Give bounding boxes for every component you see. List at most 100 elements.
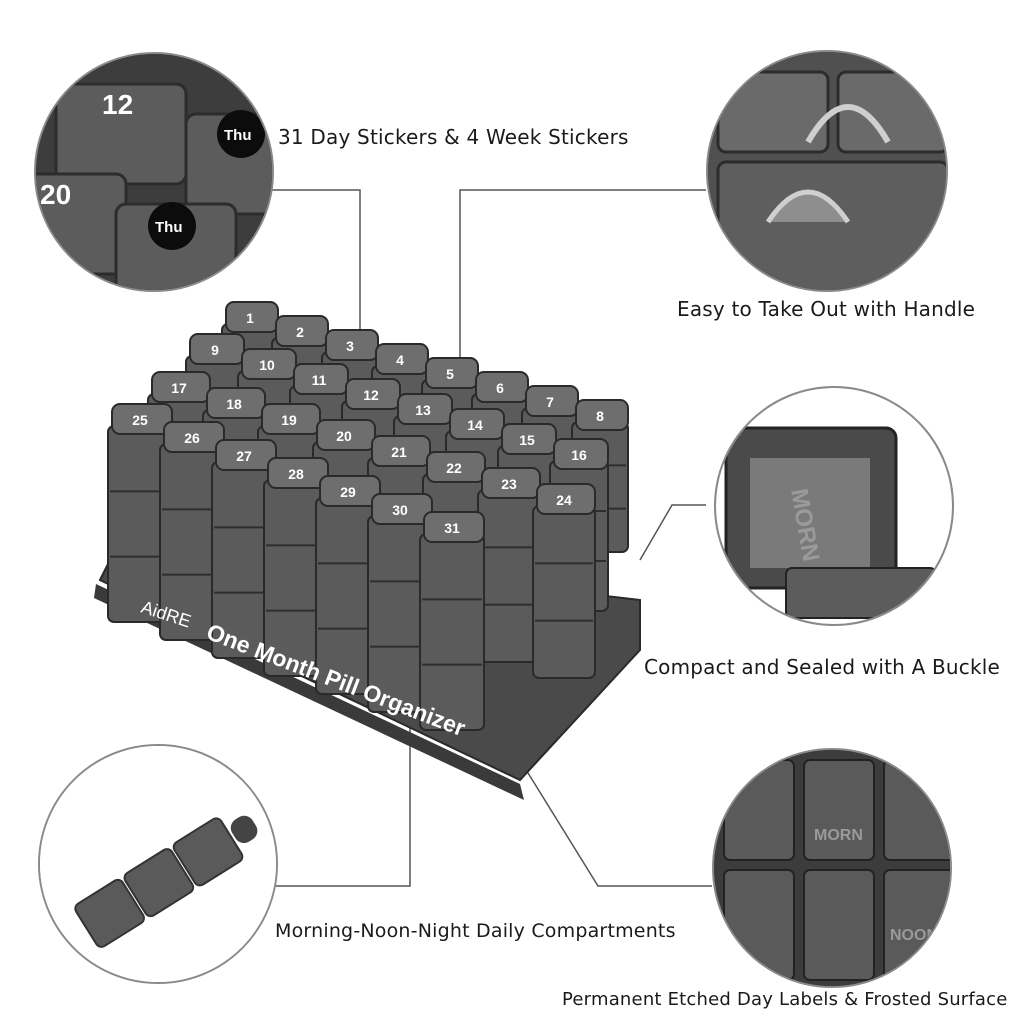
day-number-label: 26 — [184, 430, 200, 446]
day-number-label: 20 — [336, 428, 352, 444]
day-case-lid — [225, 301, 279, 333]
day-case: 25 — [107, 403, 173, 623]
handle-loop — [765, 189, 851, 224]
sticker-number-20: 20 — [40, 179, 71, 210]
callout-compartments: Morning-Noon-Night Daily Compartments — [275, 920, 676, 942]
day-case-lid — [501, 423, 557, 455]
detail-circle-stickers: 12 20 Thu Thu — [34, 52, 274, 292]
day-case-lid — [345, 378, 401, 410]
day-number-label: 12 — [363, 387, 379, 403]
day-case-lid — [111, 403, 173, 435]
day-case-lid — [425, 357, 479, 389]
handle-loop — [805, 104, 891, 144]
day-case-lid — [189, 333, 245, 365]
day-number-label: 31 — [444, 520, 460, 536]
day-number-label: 5 — [446, 366, 454, 382]
day-case-lid — [316, 419, 376, 451]
day-case-lid — [151, 371, 211, 403]
detail-circle-compartments — [38, 744, 278, 984]
day-number-label: 6 — [496, 380, 504, 396]
day-case-lid — [275, 315, 329, 347]
callout-etched: Permanent Etched Day Labels & Frosted Su… — [562, 989, 1008, 1010]
compartments-detail-image — [40, 746, 276, 982]
day-case-lid — [449, 408, 505, 440]
day-case-lid — [319, 475, 381, 507]
day-case: 29 — [315, 475, 381, 695]
day-case-lid — [475, 371, 529, 403]
day-case-lid — [481, 467, 541, 499]
day-case-lid — [371, 435, 431, 467]
day-number-label: 24 — [556, 492, 572, 508]
day-number-label: 1 — [246, 310, 254, 326]
day-number-label: 27 — [236, 448, 252, 464]
sealed-detail-image: MORN — [716, 388, 952, 624]
day-case: 26 — [159, 421, 225, 641]
leader-handle — [459, 189, 706, 400]
callout-handle: Easy to Take Out with Handle — [677, 297, 976, 321]
day-case-lid — [525, 385, 579, 417]
day-case-lid — [575, 399, 629, 431]
day-case-body — [419, 533, 485, 731]
sticker-number-12: 12 — [102, 89, 133, 120]
day-number-label: 18 — [226, 396, 242, 412]
etched-morn-label: MORN — [814, 827, 863, 844]
etched-detail-image: MORN NOON — [714, 750, 950, 986]
day-number-label: 17 — [171, 380, 187, 396]
day-number-label: 30 — [392, 502, 408, 518]
detail-circle-sealed: MORN — [714, 386, 954, 626]
day-number-label: 9 — [211, 342, 219, 358]
day-case-lid — [293, 363, 349, 395]
day-number-label: 28 — [288, 466, 304, 482]
day-case-lid — [206, 387, 266, 419]
sticker-day-thu-a: Thu — [224, 127, 252, 144]
day-case: 28 — [263, 457, 329, 677]
day-case-lid — [241, 348, 297, 380]
day-case-lid — [375, 343, 429, 375]
stickers-detail-image: 12 20 Thu Thu — [36, 54, 272, 290]
day-case-lid — [426, 451, 486, 483]
day-case: 24 — [532, 483, 596, 679]
detail-circle-handle — [706, 50, 948, 292]
day-number-label: 29 — [340, 484, 356, 500]
day-case-body — [477, 489, 541, 663]
day-number-label: 10 — [259, 357, 275, 373]
day-number-label: 19 — [281, 412, 297, 428]
detail-circle-etched: MORN NOON — [712, 748, 952, 988]
handle-detail-image — [708, 52, 946, 290]
day-case-lid — [423, 511, 485, 543]
leader-etched — [519, 759, 712, 887]
day-case-lid — [397, 393, 453, 425]
callout-sealed: Compact and Sealed with A Buckle — [644, 655, 1001, 679]
day-case-lid — [163, 421, 225, 453]
day-case-lid — [215, 439, 277, 471]
leader-stickers — [268, 189, 361, 340]
day-case-lid — [261, 403, 321, 435]
day-number-label: 4 — [396, 352, 404, 368]
sticker-day-thu-b: Thu — [155, 219, 183, 236]
day-number-label: 16 — [571, 447, 587, 463]
day-case-body — [532, 505, 596, 679]
day-case-lid — [536, 483, 596, 515]
day-number-label: 21 — [391, 444, 407, 460]
day-number-label: 3 — [346, 338, 354, 354]
day-case-lid — [553, 438, 609, 470]
day-number-label: 13 — [415, 402, 431, 418]
day-number-label: 22 — [446, 460, 462, 476]
day-case-lid — [267, 457, 329, 489]
day-number-label: 14 — [467, 417, 483, 433]
day-case: 31 — [419, 511, 485, 731]
day-case: 23 — [477, 467, 541, 663]
day-number-label: 8 — [596, 408, 604, 424]
sticker-day-badge — [217, 110, 265, 158]
day-number-label: 11 — [312, 372, 327, 388]
day-number-label: 15 — [519, 432, 535, 448]
day-number-label: 25 — [132, 412, 148, 428]
callout-stickers: 31 Day Stickers & 4 Week Stickers — [278, 125, 629, 149]
leader-sealed — [639, 504, 706, 561]
day-number-label: 7 — [546, 394, 554, 410]
day-number-label: 2 — [296, 324, 304, 340]
sticker-day-badge — [148, 202, 196, 250]
day-case-lid — [371, 493, 433, 525]
day-case: 30 — [367, 493, 433, 713]
